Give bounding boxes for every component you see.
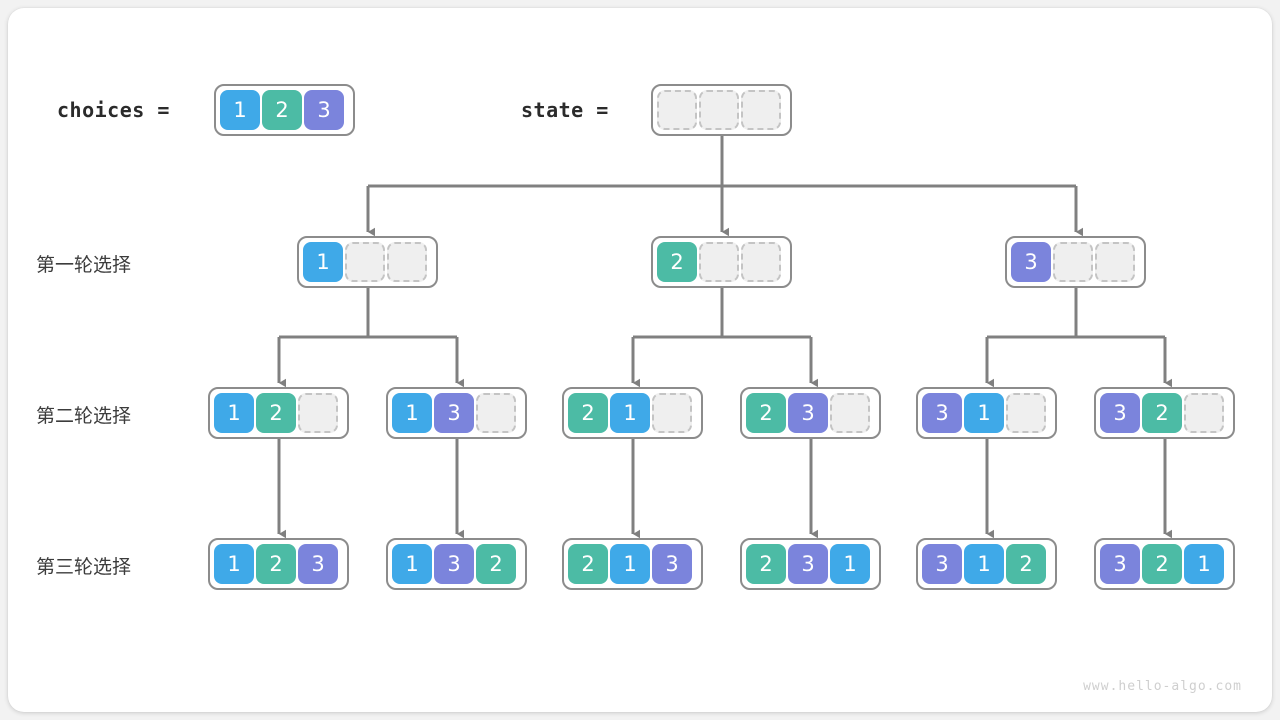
level2-node-4-cell-2	[1006, 393, 1046, 433]
level2-node-5-cell-0: 3	[1100, 393, 1140, 433]
level2-node-1: 1 3	[386, 387, 527, 439]
watermark: www.hello-algo.com	[1083, 679, 1242, 694]
level1-node-0-cell-1	[345, 242, 385, 282]
level3-node-3-cell-2: 1	[830, 544, 870, 584]
level1-node-2: 3	[1005, 236, 1146, 288]
level2-node-4-cell-1: 1	[964, 393, 1004, 433]
level2-node-2-cell-1: 1	[610, 393, 650, 433]
level2-node-3: 2 3	[740, 387, 881, 439]
level3-node-5-cell-2: 1	[1184, 544, 1224, 584]
state-array	[651, 84, 792, 136]
level2-node-5-cell-2	[1184, 393, 1224, 433]
choices-array: 1 2 3	[214, 84, 355, 136]
level1-node-1-cell-0: 2	[657, 242, 697, 282]
level2-node-4-cell-0: 3	[922, 393, 962, 433]
diagram-card	[8, 8, 1272, 712]
level2-node-2-cell-0: 2	[568, 393, 608, 433]
level2-node-1-cell-1: 3	[434, 393, 474, 433]
level1-node-1-cell-1	[699, 242, 739, 282]
level2-node-0-cell-1: 2	[256, 393, 296, 433]
level1-node-2-cell-1	[1053, 242, 1093, 282]
level3-node-2: 2 1 3	[562, 538, 703, 590]
state-cell-2	[741, 90, 781, 130]
level2-node-0-cell-2	[298, 393, 338, 433]
level1-node-1: 2	[651, 236, 792, 288]
level3-node-3-cell-1: 3	[788, 544, 828, 584]
level3-node-2-cell-2: 3	[652, 544, 692, 584]
level3-node-5-cell-0: 3	[1100, 544, 1140, 584]
level3-node-4: 3 1 2	[916, 538, 1057, 590]
level3-node-3: 2 3 1	[740, 538, 881, 590]
level1-node-1-cell-2	[741, 242, 781, 282]
level3-node-2-cell-1: 1	[610, 544, 650, 584]
level2-node-0-cell-0: 1	[214, 393, 254, 433]
level3-node-3-cell-0: 2	[746, 544, 786, 584]
level2-node-2: 2 1	[562, 387, 703, 439]
level2-node-5-cell-1: 2	[1142, 393, 1182, 433]
level3-node-2-cell-0: 2	[568, 544, 608, 584]
level3-node-5-cell-1: 2	[1142, 544, 1182, 584]
choices-cell-2: 3	[304, 90, 344, 130]
level3-node-0-cell-1: 2	[256, 544, 296, 584]
level2-node-0: 1 2	[208, 387, 349, 439]
row-label-round-1: 第一轮选择	[36, 254, 132, 276]
level3-node-0-cell-0: 1	[214, 544, 254, 584]
level3-node-1-cell-2: 2	[476, 544, 516, 584]
choices-cell-0: 1	[220, 90, 260, 130]
level2-node-5: 3 2	[1094, 387, 1235, 439]
state-cell-0	[657, 90, 697, 130]
level2-node-4: 3 1	[916, 387, 1057, 439]
level1-node-0-cell-2	[387, 242, 427, 282]
level3-node-4-cell-0: 3	[922, 544, 962, 584]
state-label: state =	[521, 98, 609, 122]
level1-node-0-cell-0: 1	[303, 242, 343, 282]
level1-node-0: 1	[297, 236, 438, 288]
choices-label: choices =	[57, 98, 170, 122]
level2-node-3-cell-1: 3	[788, 393, 828, 433]
level3-node-0: 1 2 3	[208, 538, 349, 590]
level2-node-1-cell-0: 1	[392, 393, 432, 433]
level1-node-2-cell-2	[1095, 242, 1135, 282]
level2-node-1-cell-2	[476, 393, 516, 433]
level3-node-5: 3 2 1	[1094, 538, 1235, 590]
level3-node-1: 1 3 2	[386, 538, 527, 590]
row-label-round-3: 第三轮选择	[36, 556, 132, 578]
level3-node-4-cell-1: 1	[964, 544, 1004, 584]
level3-node-1-cell-0: 1	[392, 544, 432, 584]
level1-node-2-cell-0: 3	[1011, 242, 1051, 282]
level2-node-3-cell-0: 2	[746, 393, 786, 433]
level2-node-2-cell-2	[652, 393, 692, 433]
level3-node-1-cell-1: 3	[434, 544, 474, 584]
level3-node-0-cell-2: 3	[298, 544, 338, 584]
row-label-round-2: 第二轮选择	[36, 405, 132, 427]
choices-cell-1: 2	[262, 90, 302, 130]
level2-node-3-cell-2	[830, 393, 870, 433]
level3-node-4-cell-2: 2	[1006, 544, 1046, 584]
state-cell-1	[699, 90, 739, 130]
